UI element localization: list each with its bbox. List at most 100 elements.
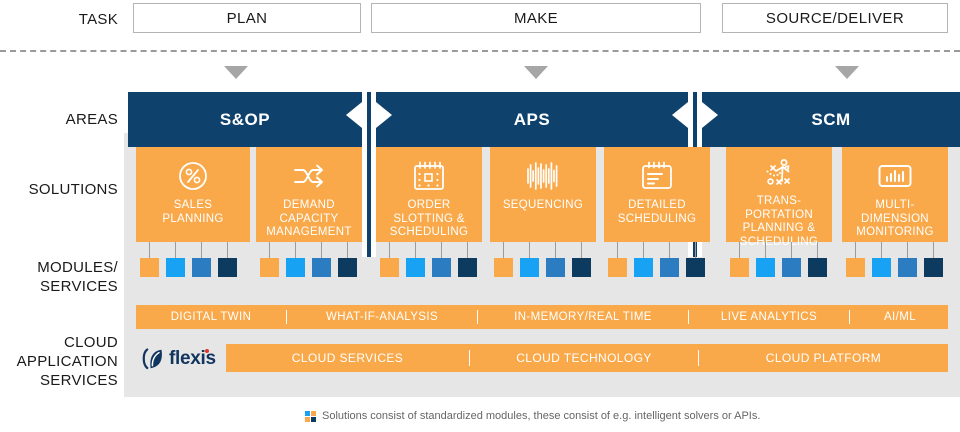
module-swatch[interactable]	[686, 258, 705, 277]
feature-item-what-if-analysis[interactable]: WHAT-IF-ANALYSIS	[325, 311, 439, 323]
cloud-item-cloud-services[interactable]: CLOUD SERVICES	[291, 351, 404, 365]
module-connector	[441, 242, 442, 258]
feature-item-live-analytics[interactable]: LIVE ANALYTICS	[720, 311, 818, 323]
cloud-services-strip: CLOUD SERVICES CLOUD TECHNOLOGY CLOUD PLAT…	[226, 344, 948, 372]
module-connector	[765, 242, 766, 258]
flexis-logo: flexis	[140, 345, 216, 373]
task-box-make[interactable]: MAKE	[371, 3, 701, 33]
feature-divider	[688, 310, 689, 324]
task-label: SOURCE/DELIVER	[765, 9, 905, 27]
module-swatch[interactable]	[260, 258, 279, 277]
route-tactics-icon	[764, 159, 794, 189]
module-swatch[interactable]	[286, 258, 305, 277]
module-connector	[907, 242, 908, 258]
module-group-1	[256, 242, 362, 278]
module-swatch[interactable]	[494, 258, 513, 277]
down-arrow-icon-2	[835, 66, 859, 79]
module-swatch[interactable]	[730, 258, 749, 277]
module-connector	[643, 242, 644, 258]
feature-item-ai-ml[interactable]: AI/ML	[883, 311, 917, 323]
module-swatch[interactable]	[520, 258, 539, 277]
module-swatch[interactable]	[458, 258, 477, 277]
module-connector	[791, 242, 792, 258]
area-label: APS	[513, 109, 551, 129]
footnote-text: Solutions consist of standardized module…	[322, 410, 761, 422]
module-swatch[interactable]	[660, 258, 679, 277]
module-swatch[interactable]	[166, 258, 185, 277]
module-connector	[581, 242, 582, 258]
area-segment-scm[interactable]: SCM	[702, 92, 960, 147]
module-swatch[interactable]	[432, 258, 451, 277]
module-swatch[interactable]	[312, 258, 331, 277]
module-connector	[269, 242, 270, 258]
calendar-grid-icon	[413, 159, 445, 193]
module-swatch[interactable]	[924, 258, 943, 277]
feature-divider	[477, 310, 478, 324]
area-segment-s-op[interactable]: S&OP	[128, 92, 362, 147]
module-swatch[interactable]	[192, 258, 211, 277]
feature-divider	[286, 310, 287, 324]
row-label-solutions: SOLUTIONS	[28, 181, 118, 198]
feature-item-digital-twin[interactable]: DIGITAL TWIN	[170, 311, 252, 323]
solution-title: SEQUENCING	[502, 199, 584, 211]
module-swatch[interactable]	[140, 258, 159, 277]
solution-card-sequencing[interactable]: SEQUENCING	[490, 147, 596, 242]
module-group-0	[136, 242, 242, 278]
feature-strip: DIGITAL TWIN WHAT-IF-ANALYSIS IN-MEMORY/RE…	[136, 305, 948, 329]
legend-square	[305, 410, 310, 416]
module-swatch[interactable]	[782, 258, 801, 277]
module-swatch[interactable]	[546, 258, 565, 277]
task-box-source-deliver[interactable]: SOURCE/DELIVER	[722, 3, 948, 33]
bar-chart-box-icon	[878, 159, 912, 193]
module-connector	[555, 242, 556, 258]
shuffle-arrows-icon	[293, 159, 325, 193]
module-connector	[149, 242, 150, 258]
area-label: SCM	[811, 109, 851, 129]
area-segment-aps[interactable]: APS	[376, 92, 688, 147]
module-swatch[interactable]	[808, 258, 827, 277]
flexis-logo-dot	[204, 349, 209, 353]
flexis-mark-icon	[142, 348, 162, 370]
waveform-bars-icon	[526, 159, 560, 193]
module-swatch[interactable]	[872, 258, 891, 277]
module-swatch[interactable]	[608, 258, 627, 277]
module-swatch[interactable]	[898, 258, 917, 277]
module-connector	[389, 242, 390, 258]
task-box-plan[interactable]: PLAN	[133, 3, 361, 33]
module-connector	[467, 242, 468, 258]
module-swatch[interactable]	[218, 258, 237, 277]
module-connector	[617, 242, 618, 258]
feature-item-in-memory-real-time[interactable]: IN-MEMORY/REAL TIME	[514, 311, 652, 323]
module-swatch[interactable]	[846, 258, 865, 277]
module-swatch[interactable]	[406, 258, 425, 277]
module-swatch[interactable]	[380, 258, 399, 277]
module-swatch[interactable]	[338, 258, 357, 277]
arrow-left-icon	[672, 102, 688, 128]
cloud-item-cloud-technology[interactable]: CLOUD TECHNOLOGY	[516, 351, 652, 365]
module-connector	[175, 242, 176, 258]
module-swatch[interactable]	[634, 258, 653, 277]
module-swatch[interactable]	[572, 258, 591, 277]
cloud-item-cloud-platform[interactable]: CLOUD PLATFORM	[765, 351, 882, 365]
arrow-right-icon	[376, 102, 392, 128]
module-group-6	[842, 242, 948, 278]
module-swatch[interactable]	[756, 258, 775, 277]
module-connector	[201, 242, 202, 258]
row-label-task: TASK	[78, 11, 118, 28]
cloud-divider	[698, 350, 699, 366]
task-label: MAKE	[513, 9, 559, 27]
module-group-4	[604, 242, 710, 278]
row-label-areas: AREAS	[65, 111, 118, 128]
module-connector	[881, 242, 882, 258]
